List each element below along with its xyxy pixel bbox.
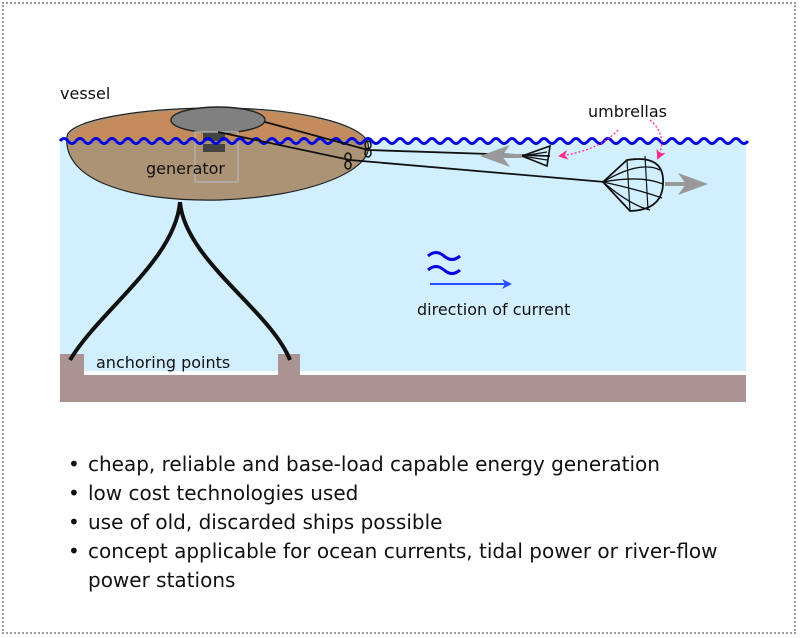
umbrella-closed (519, 144, 551, 168)
generator-label: generator (146, 159, 226, 178)
anchoring-points-label: anchoring points (96, 353, 231, 372)
benefit-item: use of old, discarded ships possible (68, 508, 768, 537)
pull-arrow-upper (480, 145, 522, 167)
umbrella-pointer-2 (649, 119, 666, 160)
generator-shaft (203, 133, 225, 141)
mooring-cable-right (178, 201, 292, 361)
umbrella-open (601, 155, 664, 212)
benefit-item: cheap, reliable and base-load capable en… (68, 450, 768, 479)
benefit-item: low cost technologies used (68, 479, 768, 508)
water-surface-wave (58, 137, 750, 145)
current-label: direction of current (417, 300, 571, 319)
pulley-upper (364, 140, 372, 158)
mooring-cable-left (68, 201, 182, 362)
vessel-label: vessel (60, 84, 111, 103)
pulley-lower (344, 152, 352, 170)
benefit-item: concept applicable for ocean currents, t… (68, 537, 768, 595)
seabed (60, 354, 746, 402)
vessel (66, 106, 370, 201)
current-wave-icon (427, 251, 461, 275)
pull-arrow-lower (665, 173, 708, 195)
generator-box (194, 131, 239, 183)
umbrella-pointer-1 (558, 129, 619, 160)
benefits-list: cheap, reliable and base-load capable en… (68, 450, 768, 595)
vessel-superstructure (170, 106, 266, 134)
umbrellas-label: umbrellas (588, 102, 667, 121)
generator-core (203, 144, 225, 152)
